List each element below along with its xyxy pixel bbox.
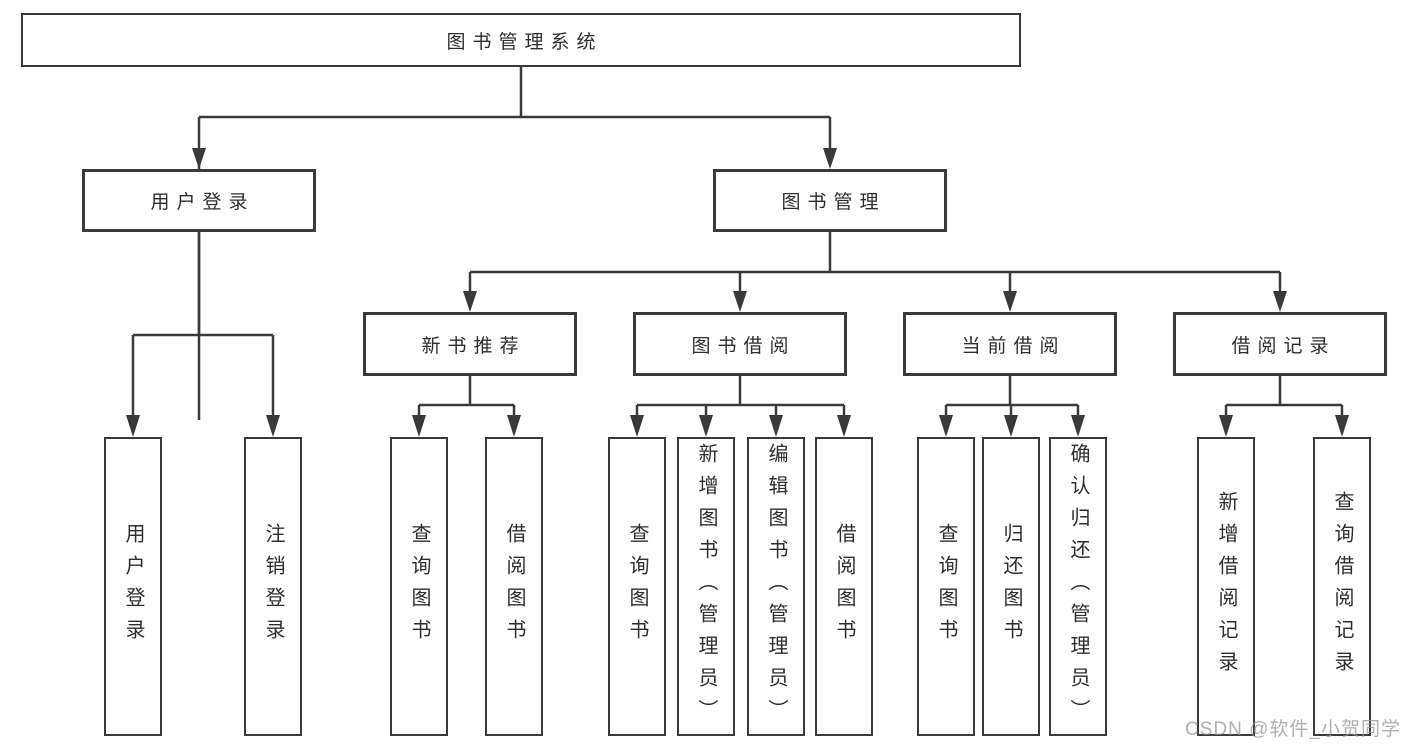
leaf-return-books: 归还图书 xyxy=(982,437,1040,736)
arrow-down-icon xyxy=(630,415,644,437)
arrow-down-icon xyxy=(823,148,837,169)
arrow-down-icon xyxy=(837,415,851,437)
leaf-query-books-borrowing: 查询图书 xyxy=(608,437,666,736)
arrow-down-icon xyxy=(463,291,477,312)
csdn-watermark: CSDN @软件_小贺同学 xyxy=(1185,719,1401,740)
node-book-borrowing: 图书借阅 xyxy=(633,312,847,376)
leaf-label: 确认归还（管理员） xyxy=(1067,442,1089,731)
connector-borrow-to-leaves xyxy=(635,376,846,420)
node-library-management-system: 图书管理系统 xyxy=(21,13,1021,67)
arrow-down-icon xyxy=(1071,415,1085,437)
node-new-book-recommendation: 新书推荐 xyxy=(363,312,577,376)
leaf-label: 借阅图书 xyxy=(503,522,525,651)
arrow-down-icon xyxy=(507,415,521,437)
node-borrowing-records: 借阅记录 xyxy=(1173,312,1387,376)
arrow-down-icon xyxy=(126,415,140,437)
leaf-label: 用户登录 xyxy=(122,522,144,651)
leaf-label: 注销登录 xyxy=(262,522,284,651)
arrow-down-icon xyxy=(1335,415,1349,437)
leaf-query-books-recommend: 查询图书 xyxy=(390,437,448,736)
connector-bookmgmt-to-level2 xyxy=(468,232,1282,296)
leaf-label: 新增图书（管理员） xyxy=(695,442,717,731)
arrow-down-icon xyxy=(1273,291,1287,312)
connector-current-to-leaves xyxy=(944,376,1080,420)
leaf-label: 新增借阅记录 xyxy=(1215,490,1237,683)
leaf-user-login: 用户登录 xyxy=(104,437,162,736)
leaf-borrow-books: 借阅图书 xyxy=(815,437,873,736)
leaf-label: 查询借阅记录 xyxy=(1331,490,1353,683)
leaf-label: 归还图书 xyxy=(1000,522,1022,651)
leaf-label: 查询图书 xyxy=(935,522,957,651)
arrow-down-icon xyxy=(266,415,280,437)
leaf-add-borrow-record: 新增借阅记录 xyxy=(1197,437,1255,736)
leaf-add-books-admin: 新增图书（管理员） xyxy=(677,437,735,736)
arrow-down-icon xyxy=(192,148,206,169)
leaf-label: 借阅图书 xyxy=(833,522,855,651)
connector-records-to-leaves xyxy=(1224,376,1344,420)
connector-userlogin-to-leaves xyxy=(131,232,275,420)
node-current-borrowing: 当前借阅 xyxy=(903,312,1117,376)
leaf-label: 查询图书 xyxy=(626,522,648,651)
leaf-label: 查询图书 xyxy=(408,522,430,651)
arrow-down-icon xyxy=(1003,291,1017,312)
leaf-query-books-current: 查询图书 xyxy=(917,437,975,736)
arrow-down-icon xyxy=(412,415,426,437)
leaf-confirm-return-admin: 确认归还（管理员） xyxy=(1049,437,1107,736)
arrow-down-icon xyxy=(733,291,747,312)
node-user-login: 用户登录 xyxy=(82,169,316,232)
leaf-borrow-books-recommend: 借阅图书 xyxy=(485,437,543,736)
arrow-down-icon xyxy=(1004,415,1018,437)
leaf-logout: 注销登录 xyxy=(244,437,302,736)
leaf-query-borrow-record: 查询借阅记录 xyxy=(1313,437,1371,736)
arrow-down-icon xyxy=(769,415,783,437)
connector-newbook-to-leaves xyxy=(417,376,516,420)
arrow-down-icon xyxy=(699,415,713,437)
leaf-label: 编辑图书（管理员） xyxy=(765,442,787,731)
arrow-down-icon xyxy=(939,415,953,437)
node-book-management: 图书管理 xyxy=(713,169,947,232)
leaf-edit-books-admin: 编辑图书（管理员） xyxy=(747,437,805,736)
arrow-down-icon xyxy=(1219,415,1233,437)
